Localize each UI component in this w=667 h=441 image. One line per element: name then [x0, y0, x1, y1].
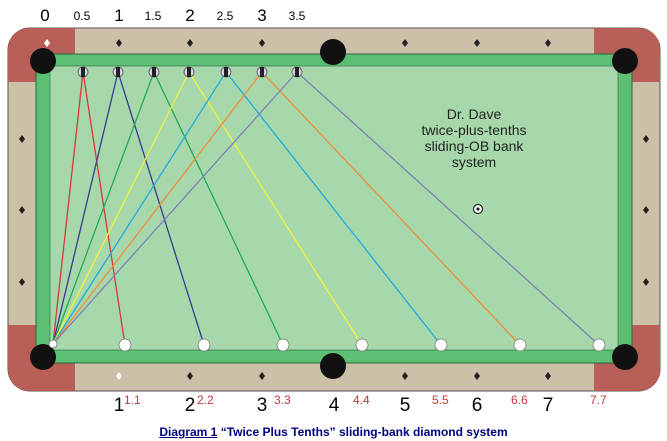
- bottom-value: 4.4: [353, 393, 370, 407]
- bottom-label: 4: [328, 395, 340, 416]
- diamond-marker: [474, 372, 480, 380]
- top-label: 2.5: [216, 9, 234, 23]
- object-ball: [118, 338, 132, 352]
- diamond-marker: [116, 39, 122, 47]
- object-ball: [434, 338, 448, 352]
- bottom-value: 2.2: [197, 393, 214, 407]
- diamond-marker: [545, 372, 551, 380]
- bottom-label: 5: [399, 395, 411, 416]
- top-label: 0.5: [73, 9, 91, 23]
- title-line: system: [451, 154, 497, 170]
- bottom-label: 3: [256, 395, 268, 416]
- bottom-value: 1.1: [124, 393, 141, 407]
- bottom-value: 3.3: [274, 393, 291, 407]
- diamond-marker: [19, 135, 25, 143]
- diamond-marker: [402, 39, 408, 47]
- diamond-marker: [402, 372, 408, 380]
- top-label: 1.5: [144, 9, 162, 23]
- diagram-caption: Diagram 1 “Twice Plus Tenths” sliding-ba…: [0, 425, 667, 439]
- caption-text: “Twice Plus Tenths” sliding-bank diamond…: [220, 425, 508, 439]
- aim-marker: [112, 66, 124, 78]
- object-ball: [355, 338, 369, 352]
- diagram-title: Dr. Dave twice-plus-tenths sliding-OB ba…: [404, 106, 544, 170]
- aim-marker: [220, 66, 232, 78]
- bottom-label: 7: [542, 395, 554, 416]
- bottom-label: 6: [471, 395, 483, 416]
- diamond-marker: [545, 39, 551, 47]
- pocket-top-left: [30, 48, 56, 74]
- diamond-marker: [643, 206, 649, 214]
- title-line: twice-plus-tenths: [421, 122, 527, 138]
- diamond-marker: [187, 372, 193, 380]
- pockets: [30, 39, 638, 379]
- aim-marker: [148, 66, 160, 78]
- diamond-marker: [474, 39, 480, 47]
- white-diamonds: [44, 39, 122, 380]
- top-label: 1: [114, 6, 124, 25]
- cue-ball: [48, 339, 58, 349]
- corner-cap-top-left: [8, 28, 75, 82]
- diamond-marker: [259, 39, 265, 47]
- corner-cap-bottom-right: [594, 325, 660, 391]
- top-label: 0: [40, 6, 50, 25]
- bottom-label: 1: [113, 395, 125, 416]
- pocket-bottom-left: [30, 344, 56, 370]
- title-line: sliding-OB bank: [424, 138, 524, 154]
- diamond-marker: [187, 39, 193, 47]
- top-label: 3.5: [288, 9, 306, 23]
- top-label: 2: [185, 6, 195, 25]
- bottom-value: 6.6: [511, 393, 528, 407]
- object-balls: [118, 338, 606, 352]
- object-ball: [197, 338, 211, 352]
- caption-prefix: Diagram 1: [159, 425, 218, 439]
- pocket-top-middle: [320, 39, 346, 65]
- diamond-marker: [19, 206, 25, 214]
- top-label: 3: [257, 6, 267, 25]
- aim-marker: [183, 66, 195, 78]
- table-cloth: [49, 65, 619, 351]
- bottom-value: 5.5: [432, 393, 449, 407]
- pocket-bottom-middle: [320, 353, 346, 379]
- title-line: Dr. Dave: [446, 106, 502, 122]
- aim-marker: [77, 66, 89, 78]
- object-ball: [276, 338, 290, 352]
- diamond-marker: [643, 278, 649, 286]
- bottom-label: 2: [184, 395, 196, 416]
- diamond-marker: [259, 372, 265, 380]
- target-marker: [472, 203, 484, 215]
- bottom-value: 7.7: [590, 393, 607, 407]
- aim-marker: [256, 66, 268, 78]
- side-rail-diamonds: [19, 135, 649, 286]
- pocket-top-right: [612, 48, 638, 74]
- object-ball: [513, 338, 527, 352]
- top-rail-diamonds: [116, 39, 551, 47]
- aim-marker: [291, 66, 303, 78]
- bottom-rail-diamonds: [187, 372, 551, 380]
- object-ball: [592, 338, 606, 352]
- diamond-marker-white: [116, 372, 122, 380]
- aim-markers: [77, 66, 303, 78]
- diamond-marker-white: [44, 39, 50, 47]
- diamond-marker: [643, 135, 649, 143]
- corner-cap-bottom-left: [8, 325, 75, 391]
- pocket-bottom-right: [612, 344, 638, 370]
- diamond-marker: [19, 278, 25, 286]
- corner-cap-top-right: [594, 28, 660, 82]
